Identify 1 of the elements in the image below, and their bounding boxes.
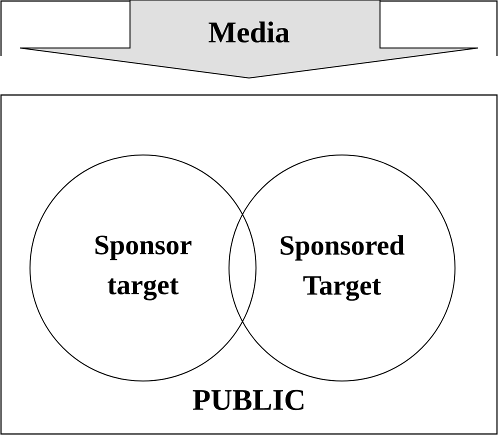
arrow-label: Media (208, 21, 290, 43)
